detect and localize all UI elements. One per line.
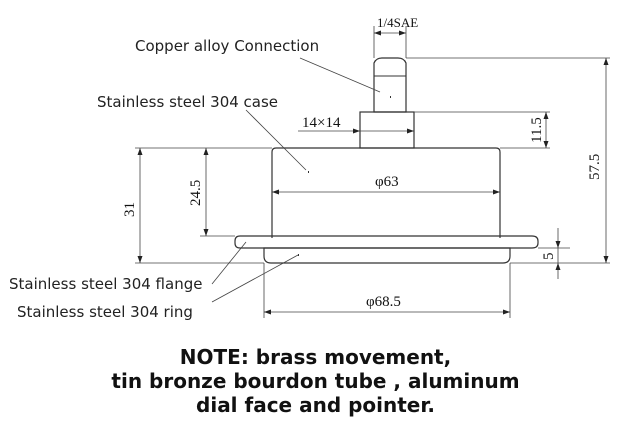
- arrowhead: [543, 141, 549, 148]
- label-case: Stainless steel 304 case: [97, 93, 278, 111]
- flange: [234, 235, 539, 249]
- arrowhead: [272, 189, 279, 195]
- note-line-1: NOTE: brass movement,: [179, 345, 452, 369]
- arrowhead: [407, 128, 414, 134]
- connection-stem: [373, 57, 407, 113]
- note-line-3: dial face and pointer.: [196, 393, 435, 417]
- dim-hex-height: 11.5: [529, 117, 545, 143]
- note-line-2: tin bronze bourdon tube , aluminum: [111, 369, 520, 393]
- flange-leader: [211, 241, 247, 285]
- arrowhead: [137, 148, 143, 155]
- arrowhead: [137, 256, 143, 263]
- dim-thread: 1/4SAE: [377, 15, 418, 30]
- arrowhead: [555, 241, 561, 248]
- label-ring: Stainless steel 304 ring: [17, 303, 193, 321]
- arrowhead: [555, 263, 561, 270]
- connection-leader: [299, 57, 381, 93]
- dim-case-height: 24.5: [188, 180, 204, 206]
- arrowhead: [399, 30, 406, 36]
- dim-body-height: 31: [122, 202, 138, 217]
- dim-hex: 14×14: [302, 115, 341, 131]
- arrowhead: [203, 148, 209, 155]
- dim-ring-thickness: 5: [541, 253, 557, 261]
- dim-case-diameter: φ63: [375, 174, 399, 190]
- hex-block: [359, 111, 415, 149]
- arrowhead: [374, 30, 381, 36]
- arrowhead: [264, 309, 271, 315]
- arrowhead: [353, 128, 360, 134]
- case-leader: [245, 109, 307, 171]
- arrowhead: [203, 229, 209, 236]
- note-block: NOTE: brass movement, tin bronze bourdon…: [0, 345, 631, 417]
- ring: [263, 247, 511, 264]
- dim-total-height: 57.5: [587, 154, 603, 180]
- case-body: [271, 147, 501, 238]
- arrowhead: [493, 189, 500, 195]
- ring-leader: [211, 254, 299, 303]
- arrowhead: [503, 309, 510, 315]
- label-flange: Stainless steel 304 flange: [9, 275, 202, 293]
- arrowhead: [543, 112, 549, 119]
- arrowhead: [603, 256, 609, 263]
- label-connection: Copper alloy Connection: [135, 37, 319, 55]
- arrowhead: [603, 58, 609, 65]
- dim-ring-diameter: φ68.5: [366, 294, 401, 310]
